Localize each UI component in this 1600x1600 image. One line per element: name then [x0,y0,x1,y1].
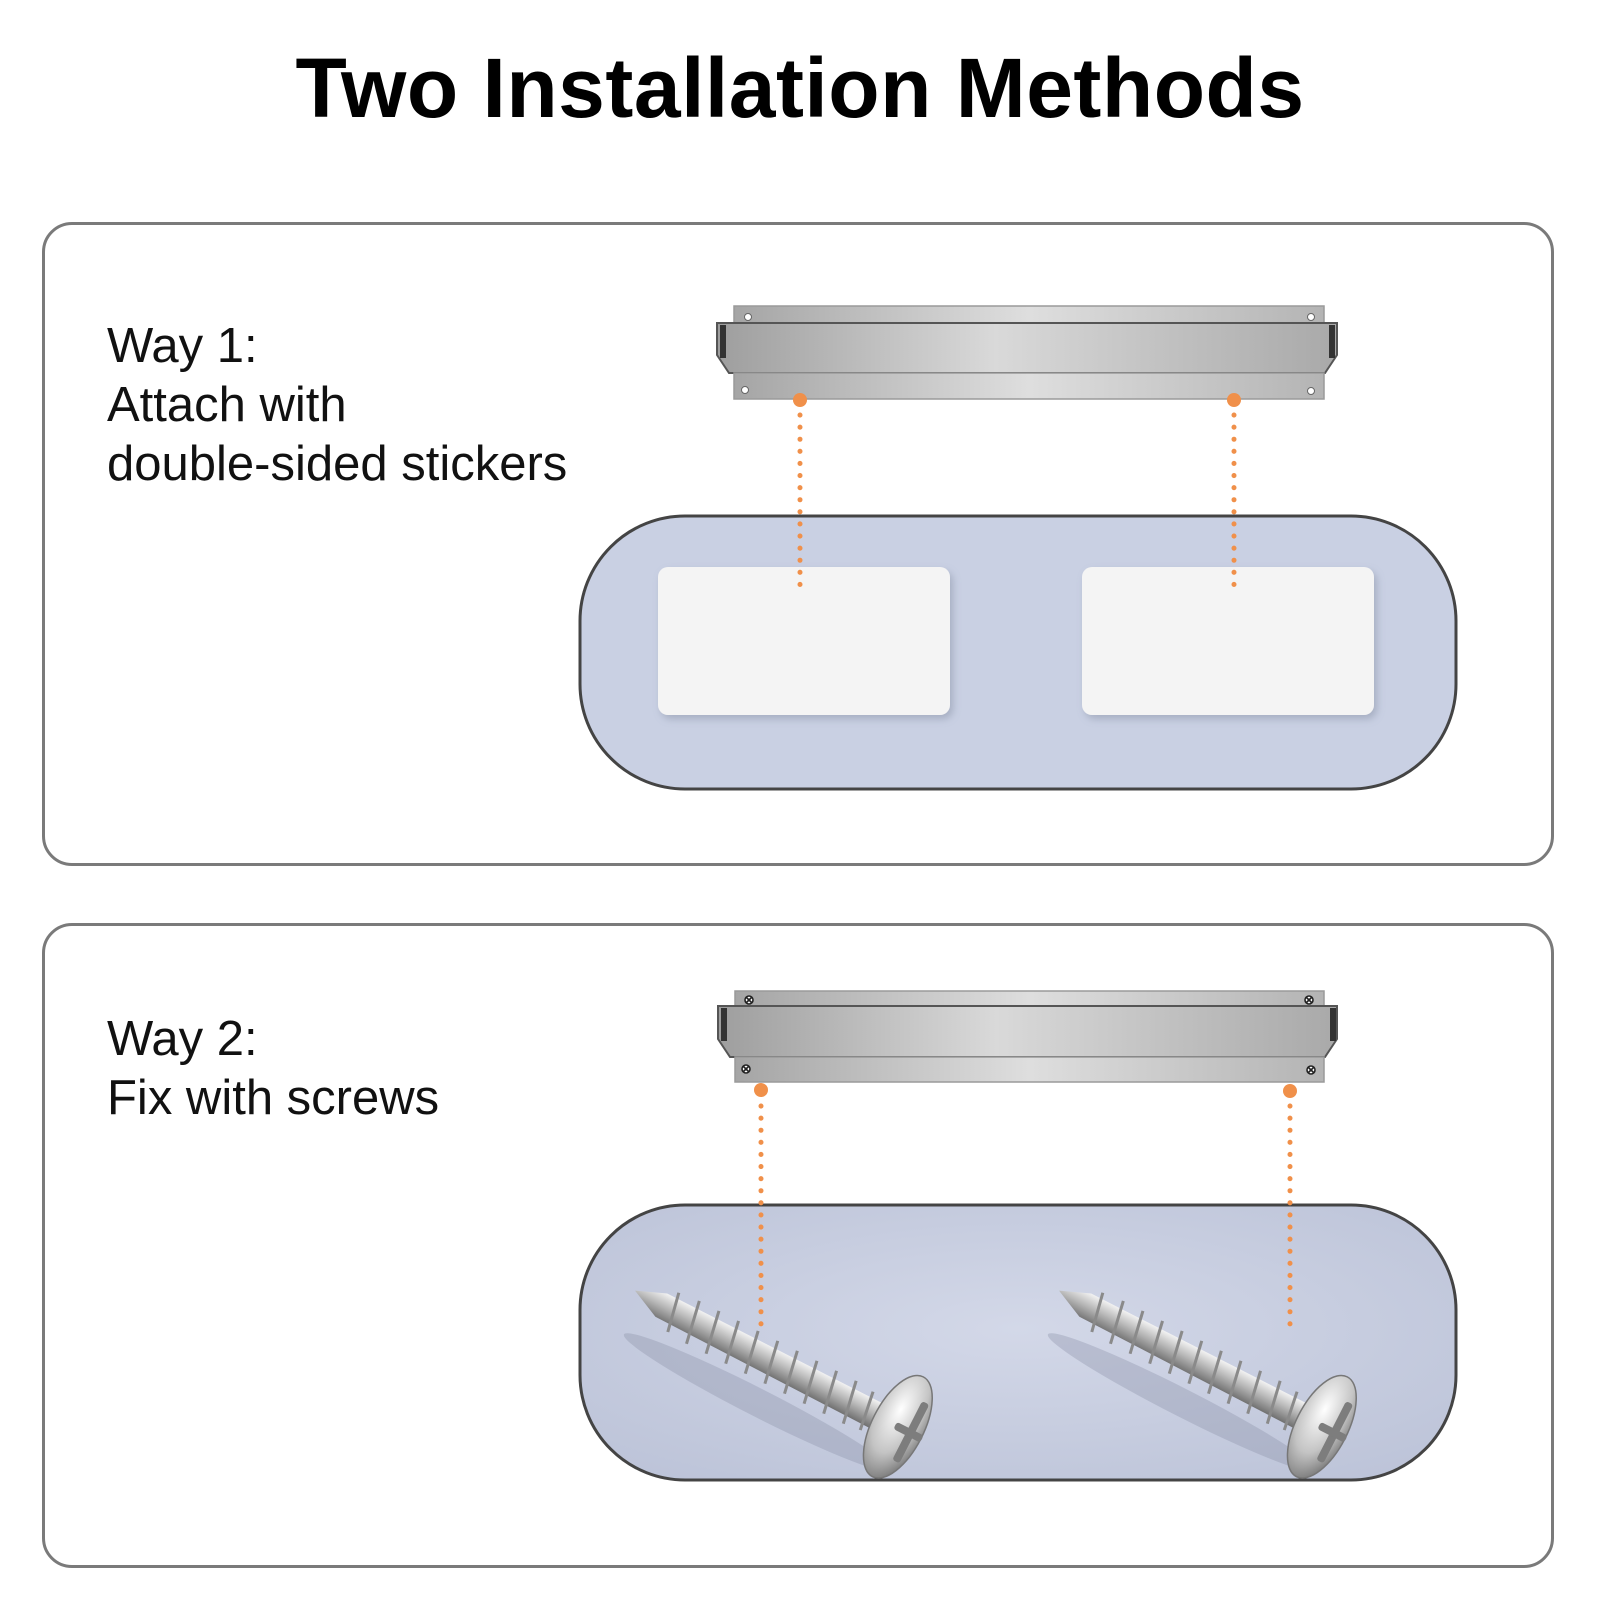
method-heading: Way 1: [107,319,258,373]
rail-body [716,322,1338,374]
method-description: Way 2: Fix with screws [107,1010,439,1128]
sticker-left [658,567,950,715]
metal-rail [717,990,1338,1083]
sticker-right [1082,567,1374,715]
alignment-dot [1227,393,1241,407]
method-heading: Way 2: [107,1012,258,1066]
rail-hole [744,313,752,321]
rail-edge-left [721,1008,727,1041]
alignment-dot [1283,1084,1297,1098]
screw-icon [1047,1290,1357,1479]
double-sided-sticker-icon [658,567,1374,715]
sticker-illustration [578,305,1458,791]
rail-hole [1307,313,1315,321]
alignment-guides [793,393,1241,596]
method-line: Attach with [107,378,347,432]
rail-edge-right [1329,325,1335,358]
method-panel-stickers: Way 1: Attach with double-sided stickers [42,222,1554,866]
alignment-dot [793,393,807,407]
rail-edge-right [1330,1008,1336,1041]
screw-illustration [578,990,1458,1482]
method-line: Fix with screws [107,1071,440,1125]
rail-bottom-flange [733,372,1325,400]
screw-hole-icon [741,995,1316,1075]
rail-edge-left [720,325,726,358]
alignment-guides [754,1083,1297,1334]
alignment-dot [754,1083,768,1097]
page-title: Two Installation Methods [295,41,1305,135]
rail-bottom-flange [734,1056,1325,1083]
method-description: Way 1: Attach with double-sided stickers [107,317,567,494]
rail-hole [741,386,749,394]
mounting-surface [578,1203,1458,1482]
metal-rail [716,305,1338,400]
rail-hole [1307,387,1315,395]
method-panel-screws: Way 2: Fix with screws [42,923,1554,1568]
screw-icon [623,1290,933,1479]
method-line: double-sided stickers [107,437,568,491]
rail-body [717,1005,1338,1058]
